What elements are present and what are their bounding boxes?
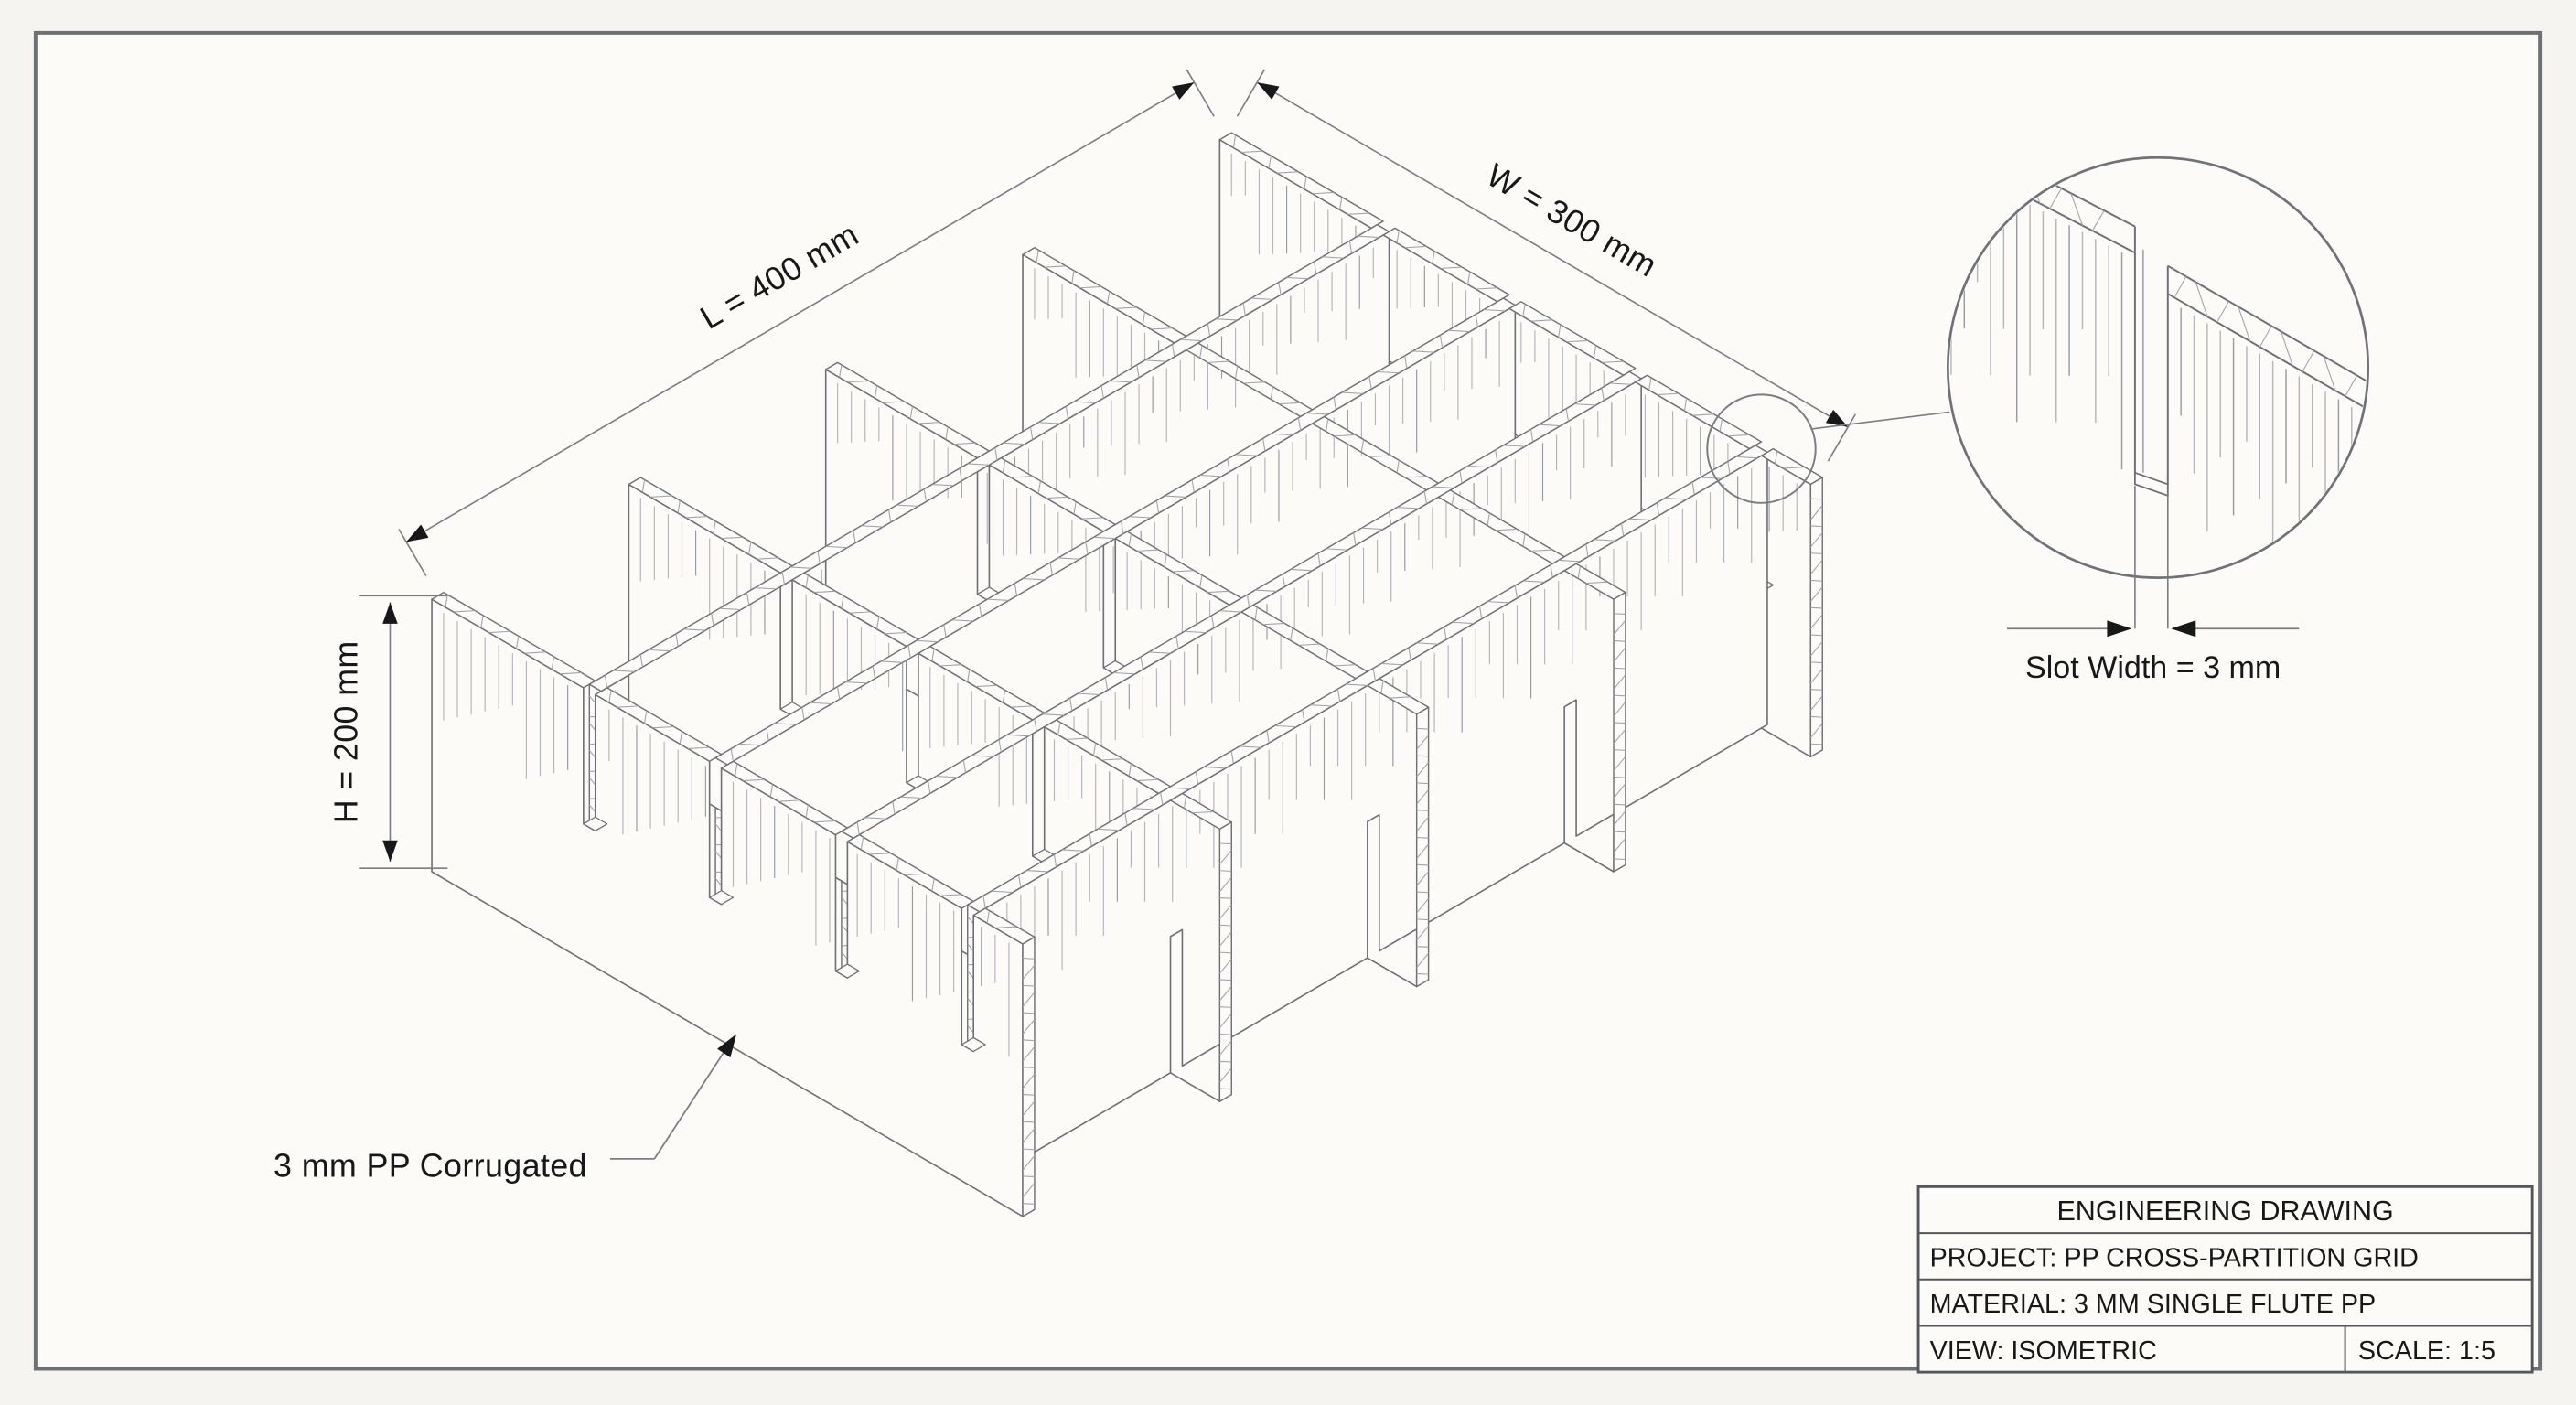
- title-block-scale: SCALE: 1:5: [2358, 1336, 2496, 1366]
- title-block-material: MATERIAL: 3 MM SINGLE FLUTE PP: [1930, 1290, 2377, 1319]
- title-block-title: ENGINEERING DRAWING: [2056, 1196, 2393, 1227]
- material-callout-label: 3 mm PP Corrugated: [274, 1148, 587, 1185]
- top-edge-strips: [431, 132, 1823, 1217]
- title-block-view: VIEW: ISOMETRIC: [1930, 1336, 2157, 1366]
- title-block-project: PROJECT: PP CROSS-PARTITION GRID: [1930, 1243, 2419, 1272]
- isometric-grid-structure: [431, 132, 1823, 1217]
- height-dimension-label: H = 200 mm: [328, 640, 365, 823]
- title-block: ENGINEERING DRAWING PROJECT: PP CROSS-PA…: [1916, 1185, 2534, 1374]
- dimension-annotations: [359, 69, 1950, 1160]
- slot-width-label: Slot Width = 3 mm: [2025, 650, 2281, 685]
